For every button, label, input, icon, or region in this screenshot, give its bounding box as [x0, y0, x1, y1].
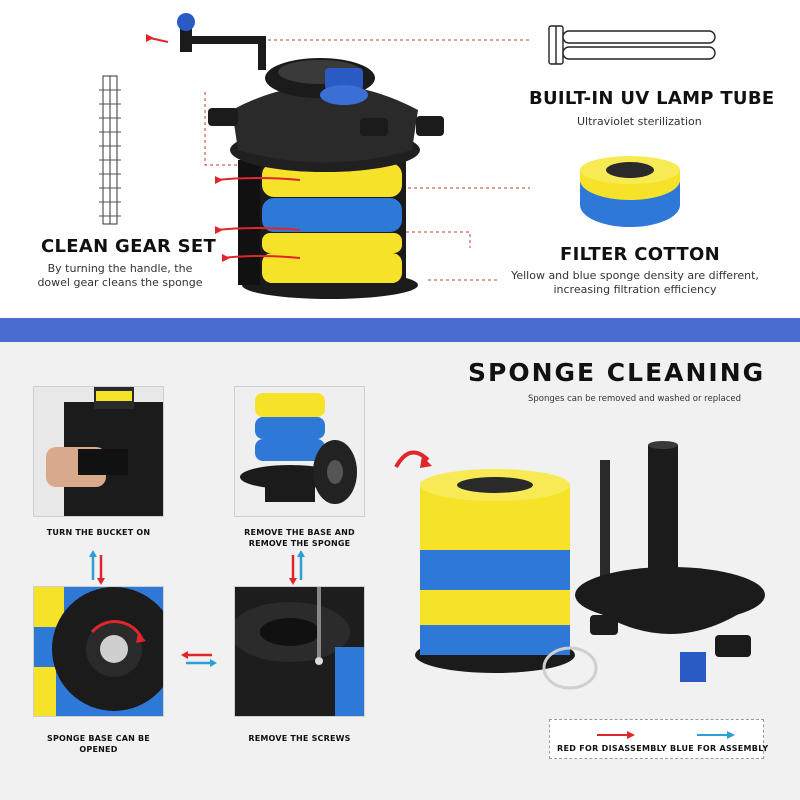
cleaning-title: SPONGE CLEANING	[468, 358, 766, 387]
filter-cotton-desc-1: Yellow and blue sponge density are diffe…	[511, 269, 759, 282]
step-remove-screws-caption: REMOVE THE SCREWS	[248, 734, 351, 743]
uv-lamp-desc: Ultraviolet sterilization	[577, 115, 702, 128]
legend-arrows	[597, 731, 735, 739]
disassembled-filter-image	[415, 441, 765, 690]
filter-cotton-title: FILTER COTTON	[560, 244, 720, 265]
step-remove-base-image	[234, 386, 365, 517]
leader-lines	[204, 39, 530, 281]
gear-set-title: CLEAN GEAR SET	[41, 236, 217, 257]
step-arrows	[89, 450, 432, 667]
canister-filter-image	[177, 13, 444, 299]
sponge-ring-image	[580, 156, 680, 227]
uv-lamp-title: BUILT-IN UV LAMP TUBE	[529, 88, 775, 109]
legend-box	[549, 719, 764, 759]
legend-text: RED FOR DISASSEMBLY BLUE FOR ASSEMBLY	[557, 744, 769, 753]
cleaning-subtitle: Sponges can be removed and washed or rep…	[527, 394, 741, 404]
features-illustration	[99, 13, 716, 299]
step-turn-bucket-caption: TURN THE BUCKET ON	[46, 528, 151, 537]
filter-cotton-desc-2: increasing filtration efficiency	[553, 283, 717, 296]
gear-rack-icon	[99, 75, 121, 225]
step-turn-bucket-image	[33, 386, 164, 517]
gear-set-desc-2: dowel gear cleans the sponge	[37, 276, 203, 289]
step-base-opened-caption: SPONGE BASE CAN BE OPENED	[47, 734, 150, 754]
rotation-arrows	[149, 37, 301, 259]
step-base-opened-image	[33, 586, 164, 717]
step-remove-base-caption-1: REMOVE THE BASE AND	[244, 528, 355, 537]
uv-lamp-icon	[548, 25, 716, 65]
step-remove-screws-image	[234, 586, 365, 717]
step-remove-base-caption-2: REMOVE THE SPONGE	[248, 539, 351, 548]
section-divider-band	[0, 318, 800, 342]
gear-set-desc-1: By turning the handle, the	[47, 262, 193, 275]
